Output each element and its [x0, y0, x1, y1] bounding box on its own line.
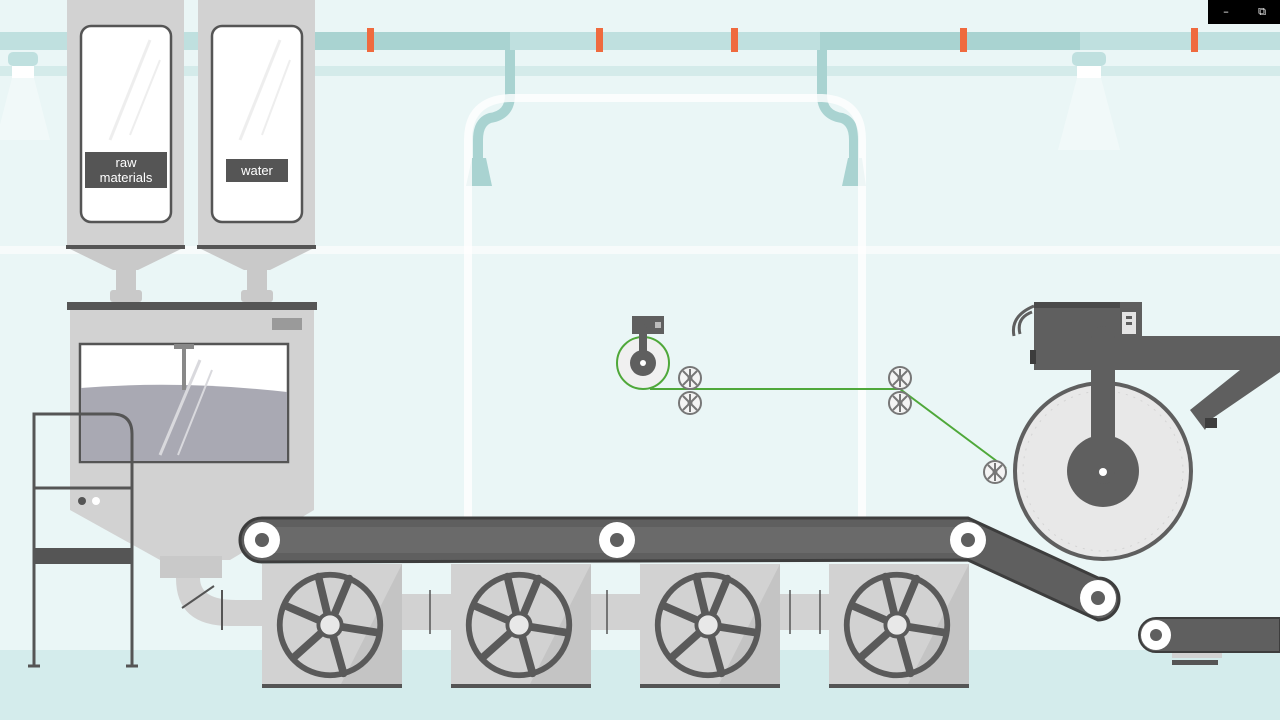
fan-box-1 [262, 564, 402, 688]
fan-box-3 [640, 564, 780, 688]
guide-roller-icon [888, 391, 912, 415]
restore-button[interactable]: ⧉ [1258, 5, 1266, 18]
nozzle-right [817, 50, 859, 160]
unwind-reel [616, 316, 670, 390]
ceiling-light-left [0, 52, 50, 140]
roller-icon [244, 522, 1116, 616]
minimize-button[interactable]: – [1223, 5, 1229, 18]
fan-box-2 [451, 564, 591, 688]
nozzle-left [473, 50, 515, 160]
ceiling-pipes [0, 28, 1280, 76]
guide-roller-icon [678, 366, 702, 390]
window-controls: – ⧉ [1208, 0, 1280, 24]
fan-box-4 [829, 564, 969, 688]
raw-materials-label-line2: materials [100, 170, 153, 185]
water-label: water [240, 163, 273, 178]
silo-water [197, 0, 316, 302]
guide-roller-icon [678, 391, 702, 415]
guide-roller-icon [888, 366, 912, 390]
output-conveyor [1138, 617, 1280, 665]
silo-raw-materials [66, 0, 185, 302]
drying-cylinder [1011, 302, 1280, 561]
guide-roller-icon [983, 460, 1007, 484]
conveyor-belt [238, 516, 1121, 622]
ceiling-light-right [1058, 52, 1120, 150]
background-frame [464, 94, 866, 520]
ladder [28, 412, 138, 668]
fan-connectors [402, 590, 829, 634]
raw-materials-label-line1: raw [116, 155, 138, 170]
